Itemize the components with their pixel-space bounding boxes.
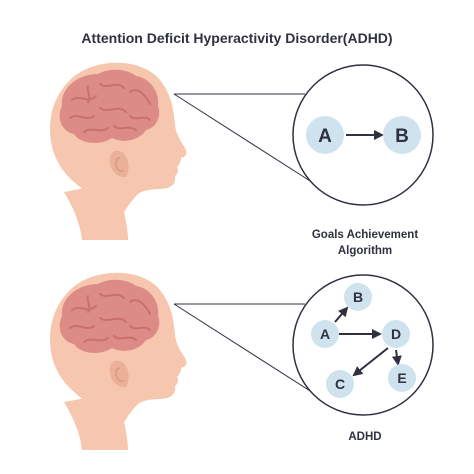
bottom-node-e-label: E	[397, 370, 406, 386]
bottom-node-a-label: A	[320, 326, 330, 342]
ear-inner	[115, 157, 125, 172]
top-node-a-label: A	[318, 126, 332, 147]
top-head-illustration	[50, 62, 187, 240]
bottom-head-illustration	[50, 272, 187, 450]
top-caption-line2: Algorithm	[338, 245, 392, 257]
brain-folds	[69, 83, 151, 133]
arrow-d-to-c	[352, 347, 389, 377]
top-node-b-label: B	[395, 126, 409, 147]
top-node-b: B	[383, 116, 421, 154]
arrow-d-to-e	[391, 349, 402, 366]
bottom-node-c: C	[326, 370, 354, 398]
bottom-node-b-label: B	[353, 289, 363, 305]
bottom-node-d-label: D	[391, 326, 401, 342]
bottom-node-d: D	[382, 320, 410, 348]
bottom-arrows	[334, 306, 402, 377]
arrow-a-to-b	[334, 306, 349, 323]
bottom-node-c-label: C	[335, 376, 345, 392]
top-callout-lines	[173, 93, 319, 187]
bottom-node-e: E	[388, 364, 416, 392]
bottom-caption: ADHD	[348, 431, 381, 443]
ear-inner	[115, 367, 125, 382]
bottom-node-b: B	[344, 283, 372, 311]
bottom-callout-lines	[173, 303, 319, 397]
top-caption-line1: Goals Achievement	[312, 229, 418, 241]
brain-folds	[69, 293, 151, 343]
top-node-a: A	[306, 116, 344, 154]
diagram-title: Attention Deficit Hyperactivity Disorder…	[81, 30, 392, 46]
brain	[59, 69, 160, 143]
bottom-node-a: A	[311, 320, 339, 348]
brain	[59, 279, 160, 353]
